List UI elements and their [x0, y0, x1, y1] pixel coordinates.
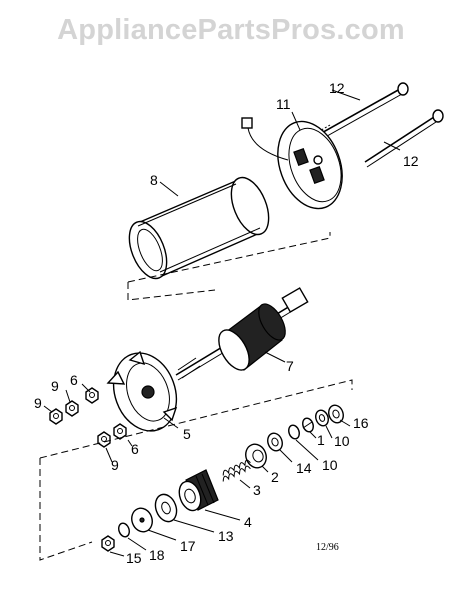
callout-17: 17	[180, 538, 196, 554]
callout-11: 11	[276, 96, 291, 112]
motor-housing	[128, 176, 270, 280]
watermark-logo: AppliancePartsPros.com	[57, 14, 405, 46]
callout-9-lower: 9	[111, 457, 119, 473]
through-bolt-upper	[317, 82, 409, 141]
callout-12-bottom: 12	[403, 153, 419, 169]
callout-13: 13	[218, 528, 234, 544]
washer-10-upper	[315, 409, 329, 427]
brush-end-cap	[241, 111, 343, 210]
callout-15: 15	[126, 550, 142, 566]
collar-2	[245, 443, 267, 469]
ring-14	[267, 432, 283, 452]
leader-18	[127, 537, 147, 551]
through-bolt-lower	[364, 109, 444, 168]
callout-12-top: 12	[329, 80, 345, 96]
callout-9-upper-a: 9	[51, 378, 59, 394]
leader-13	[173, 519, 215, 533]
callout-6-lower: 6	[131, 441, 139, 457]
callout-10-upper: 10	[334, 433, 350, 449]
callout-18: 18	[149, 547, 165, 563]
callout-4: 4	[244, 514, 252, 530]
callout-5: 5	[183, 426, 191, 442]
nut-6-lower	[113, 423, 127, 440]
washer-18	[118, 522, 130, 538]
pinion-gear-4	[178, 469, 219, 512]
washer-10-lower	[288, 424, 300, 440]
nut-9-upper-a	[65, 400, 79, 417]
alignment-box-housing	[127, 232, 331, 301]
nut-9-upper-b	[49, 408, 63, 425]
leader-6-upper	[81, 383, 91, 393]
drive-end-housing	[106, 350, 178, 432]
leader-12-top	[331, 89, 361, 101]
leader-6-lower	[127, 439, 133, 447]
nut-15	[101, 535, 115, 552]
spacer-13	[154, 493, 178, 523]
callout-7: 7	[286, 358, 294, 374]
callout-10-lower: 10	[322, 457, 338, 473]
leader-9-upper-a	[65, 389, 71, 403]
leader-1	[309, 431, 317, 439]
leader-4	[204, 509, 241, 521]
callout-1: 1	[317, 432, 325, 448]
leader-5	[163, 417, 179, 429]
leader-8	[159, 181, 179, 197]
callout-9-upper-b: 9	[34, 395, 42, 411]
callout-2: 2	[271, 469, 279, 485]
callout-8: 8	[150, 172, 158, 188]
leader-14	[279, 449, 293, 463]
callout-14: 14	[296, 460, 312, 476]
leader-17	[147, 529, 177, 541]
leader-15	[109, 551, 125, 557]
leader-3	[239, 479, 251, 489]
leader-16	[339, 419, 351, 427]
spring-3	[222, 459, 251, 482]
nut-6-upper	[85, 387, 99, 404]
callout-16: 16	[353, 415, 369, 431]
clip-1	[302, 417, 314, 433]
armature	[175, 287, 309, 381]
leader-10-lower	[295, 439, 319, 461]
washer-16	[328, 404, 344, 424]
leader-9-upper-b	[43, 405, 53, 413]
washer-17	[131, 507, 153, 533]
alignment-box-drive	[39, 379, 353, 561]
callout-3: 3	[253, 482, 261, 498]
callout-6-upper: 6	[70, 372, 78, 388]
leader-2	[261, 465, 269, 473]
leader-9-lower	[105, 447, 113, 463]
leader-12-bottom	[383, 141, 401, 151]
nut-9-lower	[97, 431, 111, 448]
leader-7	[264, 351, 286, 363]
date-code: 12/96	[316, 542, 339, 553]
leader-10-upper	[325, 425, 333, 439]
